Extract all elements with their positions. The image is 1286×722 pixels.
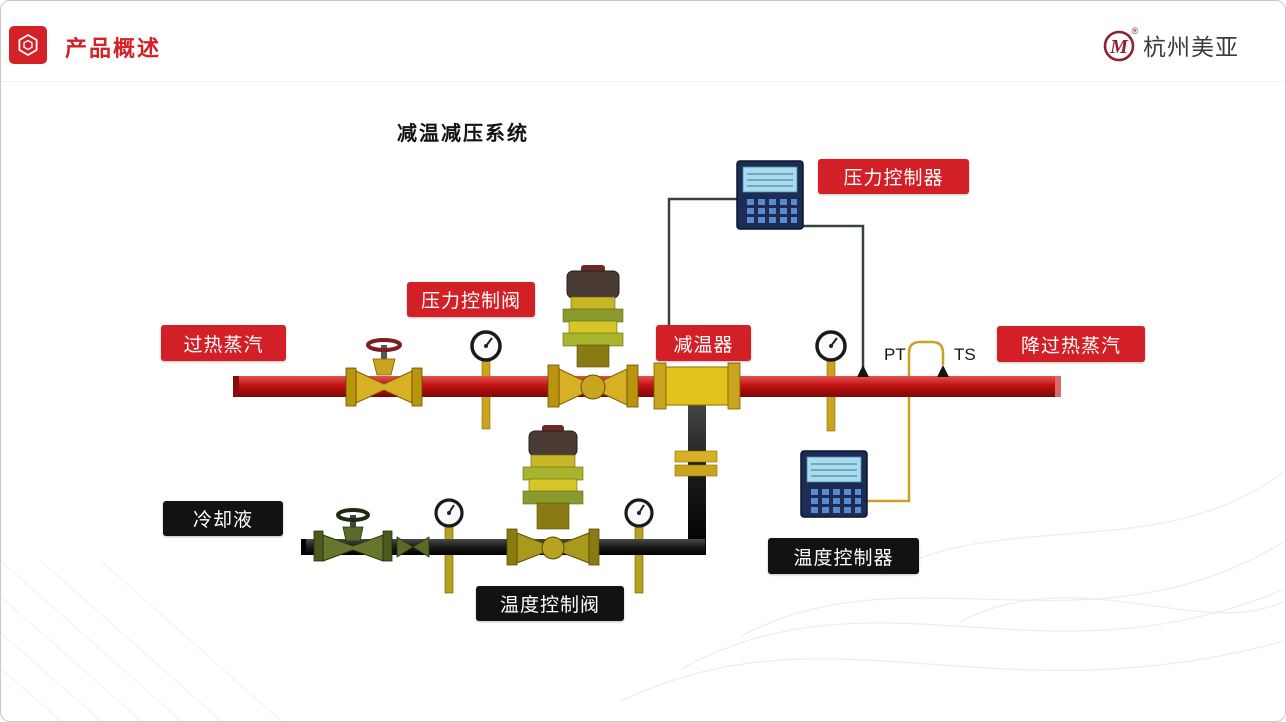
badge-desuperheater: 减温器 (656, 325, 751, 361)
diagram-title: 减温减压系统 (397, 123, 529, 145)
pressure-signal-line (667, 197, 738, 327)
badge-coolant: 冷却液 (163, 501, 283, 536)
background-decor-waves (620, 470, 1285, 702)
pressure-controller-instrument (736, 160, 804, 230)
pt-tap-icon (857, 365, 869, 377)
main-steam-pipe (233, 376, 1061, 397)
pressure-gauge-2-icon (815, 330, 847, 362)
brand-logo-icon: M ® (1103, 26, 1139, 62)
pressure-control-valve-icon (547, 265, 639, 408)
ts-capillary-line (867, 340, 945, 503)
signal-lines (667, 197, 945, 503)
pressure-gauge-1-icon (470, 330, 502, 362)
coolant-gauge-1-icon (434, 498, 464, 528)
coolant-gauge-2-icon (624, 498, 654, 528)
badge-temperature-controller: 温度控制器 (768, 538, 919, 574)
steam-gate-valve (345, 338, 423, 407)
ts-tap-icon (937, 365, 949, 377)
brand-logo: M ® 杭州美亚 (1100, 25, 1239, 65)
brand-reg-mark: ® (1132, 26, 1139, 36)
spray-water-pipe (674, 397, 718, 555)
background-decor-hatch (1, 560, 282, 721)
badge-superheated-steam: 过热蒸汽 (161, 325, 286, 361)
badge-pressure-controller: 压力控制器 (818, 159, 969, 194)
coolant-gate-valve (313, 508, 430, 562)
ts-label: TS (954, 345, 976, 364)
badge-desuperheated-steam: 降过热蒸汽 (997, 326, 1145, 362)
page-title: 产品概述 (65, 36, 162, 61)
brand-mark: M (1109, 36, 1129, 58)
pt-label: PT (884, 345, 906, 364)
header: 产品概述 M ® 杭州美亚 (1, 1, 1285, 82)
brand-name: 杭州美亚 (1143, 34, 1239, 60)
badge-pressure-control-valve: 压力控制阀 (407, 282, 535, 317)
badge-temperature-control-valve: 温度控制阀 (476, 586, 624, 621)
temperature-control-valve-icon (506, 425, 600, 566)
pt-sensing-line (803, 224, 865, 373)
hexagon-icon (9, 26, 47, 64)
temperature-controller-instrument (800, 450, 868, 518)
desuperheater-icon (653, 362, 741, 410)
